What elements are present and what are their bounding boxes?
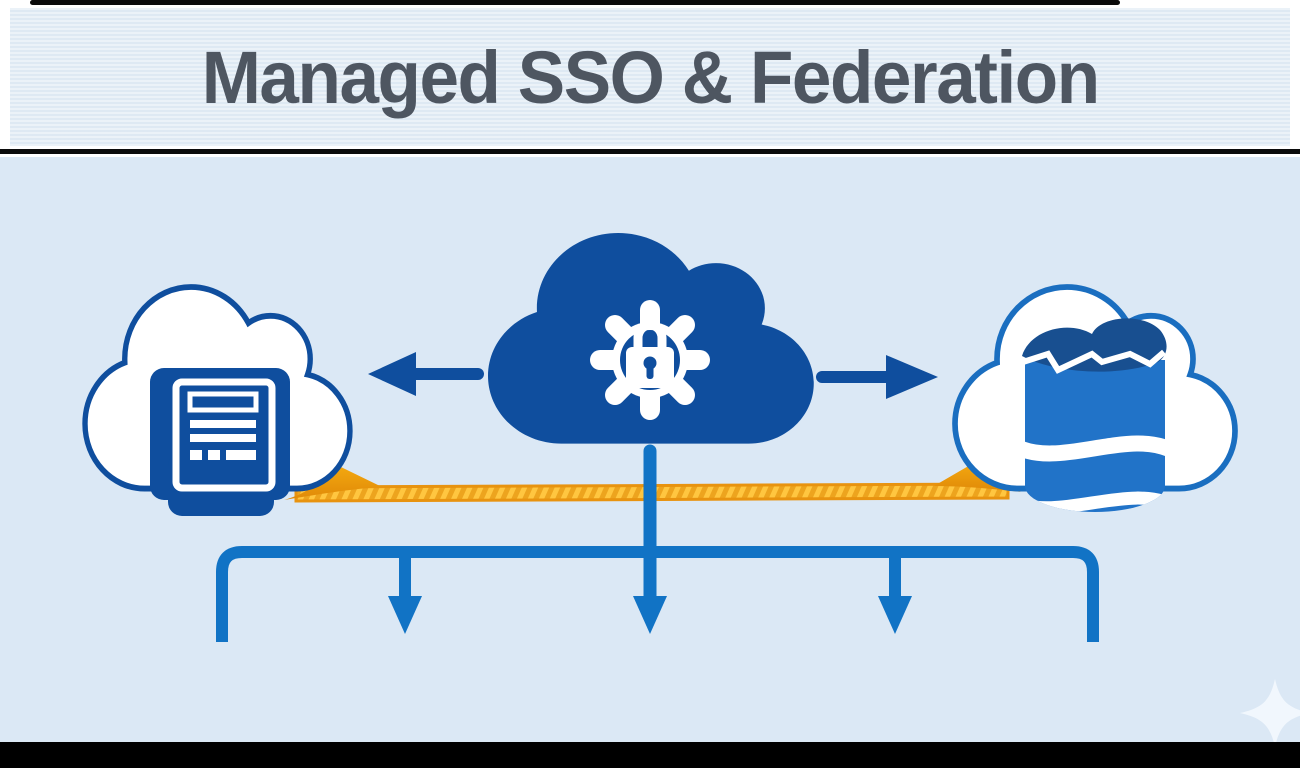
sparkle-icon (1240, 679, 1300, 742)
title-banner: Managed SSO & Federation (10, 8, 1290, 146)
sso-to-directory-arrow (816, 355, 938, 399)
diagram-panel: $ A (0, 157, 1300, 742)
sso-federation-diagram (0, 233, 1300, 742)
page-title: Managed SSO & Federation (201, 35, 1099, 119)
database-icon (1022, 318, 1167, 512)
sso-to-applications-arrow (368, 352, 484, 396)
bottom-edge-bar (0, 742, 1300, 768)
sso-to-connected-apps-fanout (216, 444, 1099, 642)
right-cloud-node (955, 287, 1235, 512)
center-cloud-node (488, 233, 814, 444)
application-form-icon (150, 368, 290, 516)
left-cloud-node (85, 287, 350, 516)
top-edge-strip (30, 0, 1120, 5)
header-divider (0, 149, 1300, 154)
gear-lock-icon (590, 300, 710, 420)
